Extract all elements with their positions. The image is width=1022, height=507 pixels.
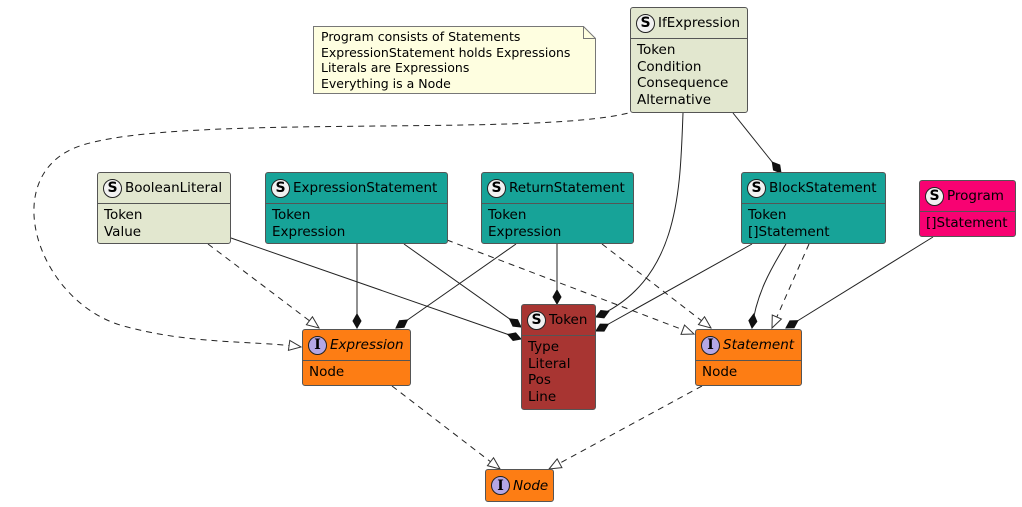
class-expressionstatement[interactable]: S ExpressionStatement Token Expression <box>265 172 448 244</box>
class-program[interactable]: S Program []Statement <box>919 180 1016 237</box>
field: Token <box>637 42 676 58</box>
field: Token <box>104 207 143 223</box>
class-name: Node <box>513 477 549 494</box>
class-header: I Statement <box>696 330 801 361</box>
class-name: Expression <box>330 337 404 353</box>
class-name: IfExpression <box>658 15 741 31</box>
class-header: I Node <box>486 470 553 501</box>
edge-booleanliteral-token <box>230 237 522 342</box>
field: Alternative <box>637 91 712 108</box>
class-blockstatement[interactable]: S BlockStatement Token []Statement <box>741 172 886 244</box>
field: Line <box>528 388 557 405</box>
edge-ifexpression-expression <box>33 109 639 347</box>
class-header: S Program <box>920 181 1015 212</box>
class-name: ReturnStatement <box>509 180 625 196</box>
class-token[interactable]: S Token Type Literal Pos Line <box>521 304 596 410</box>
class-header: I Expression <box>303 330 410 361</box>
class-header: S BooleanLiteral <box>98 173 230 204</box>
edge-statement-node <box>549 385 703 469</box>
edge-ifexpression-token <box>595 112 684 319</box>
class-returnstatement[interactable]: S ReturnStatement Token Expression <box>481 172 634 244</box>
note-line: Everything is a Node <box>321 75 451 91</box>
class-name: Token <box>549 312 588 328</box>
note-line: Program consists of Statements <box>321 29 521 44</box>
class-name: BlockStatement <box>769 180 877 196</box>
class-header: S BlockStatement <box>742 173 885 204</box>
field: Token <box>748 207 787 223</box>
field: Token <box>488 207 527 223</box>
interface-stereotype-icon: I <box>308 335 327 355</box>
edge-returnstmt-statement <box>601 243 711 328</box>
field: []Statement <box>748 223 830 240</box>
edge-returnstmt-expression <box>395 243 517 329</box>
note-line: Literals are Expressions <box>321 60 470 75</box>
edge-blockstmt-statement-impl <box>772 243 810 328</box>
class-header: S ExpressionStatement <box>266 173 447 204</box>
field: Node <box>309 364 345 380</box>
edge-ifexpression-blockstatement <box>732 112 782 174</box>
struct-stereotype-icon: S <box>747 178 766 198</box>
note-line: ExpressionStatement holds Expressions <box>321 44 571 60</box>
class-header: S Token <box>522 305 595 336</box>
edge-exprstmt-token <box>403 243 522 328</box>
class-name: BooleanLiteral <box>125 180 223 196</box>
field: Consequence <box>637 75 729 91</box>
struct-stereotype-icon: S <box>271 178 290 198</box>
field: Condition <box>637 58 702 75</box>
edge-expression-node <box>391 385 500 469</box>
edge-program-statement <box>785 236 934 329</box>
class-name: Statement <box>723 337 795 353</box>
class-header: S ReturnStatement <box>482 173 633 204</box>
struct-stereotype-icon: S <box>636 13 655 33</box>
struct-stereotype-icon: S <box>103 178 122 198</box>
field: Literal <box>528 355 571 372</box>
field: Expression <box>272 223 346 240</box>
class-ifexpression[interactable]: S IfExpression Token Condition Consequen… <box>630 7 748 113</box>
edge-blockstmt-statement-comp <box>748 243 787 330</box>
class-name: ExpressionStatement <box>293 180 438 196</box>
field: Expression <box>488 223 562 240</box>
interface-node[interactable]: I Node <box>485 469 554 502</box>
interface-stereotype-icon: I <box>701 335 720 355</box>
edge-exprstmt-statement <box>446 239 694 334</box>
field: Type <box>528 339 560 355</box>
struct-stereotype-icon: S <box>487 178 506 198</box>
interface-statement[interactable]: I Statement Node <box>695 329 802 386</box>
interface-expression[interactable]: I Expression Node <box>302 329 411 386</box>
edge-booleanliteral-expression <box>207 243 319 328</box>
field: Token <box>272 207 311 223</box>
field: Value <box>104 223 142 240</box>
class-booleanliteral[interactable]: S BooleanLiteral Token Value <box>97 172 231 244</box>
class-header: S IfExpression <box>631 8 747 39</box>
edge-blockstmt-token <box>595 243 753 332</box>
struct-stereotype-icon: S <box>925 186 944 206</box>
interface-stereotype-icon: I <box>491 476 510 495</box>
class-name: Program <box>947 188 1004 204</box>
field: Pos <box>528 372 551 388</box>
note-shape <box>313 26 596 94</box>
field: Node <box>702 364 738 380</box>
field: []Statement <box>926 215 1008 231</box>
struct-stereotype-icon: S <box>527 310 546 330</box>
diagram-note: Program consists of Statements Expressio… <box>313 26 596 94</box>
